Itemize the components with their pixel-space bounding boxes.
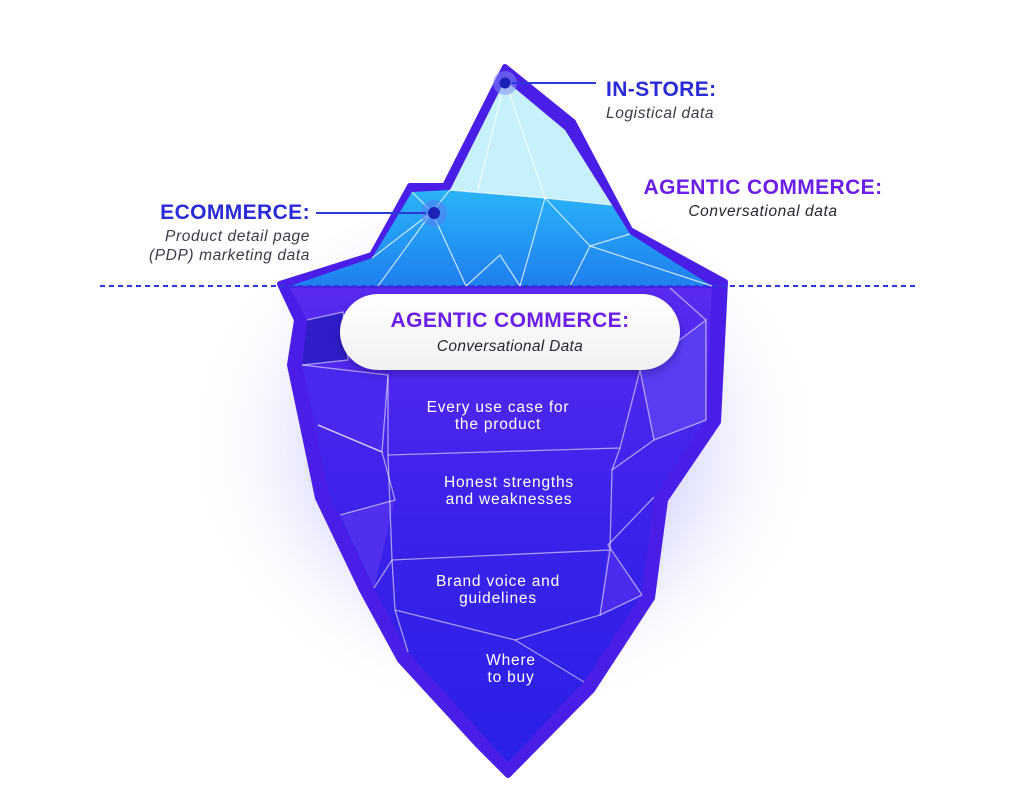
instore-marker-dot [499,77,511,89]
layer-label-line: Brand voice and [435,573,561,590]
layer-label-line: guidelines [459,590,537,607]
ecommerce-marker-dot [428,207,440,219]
agentic-commerce-subtitle: Conversational data [688,203,838,221]
ecommerce-callout: ECOMMERCE: Product detail page (PDP) mar… [149,201,310,265]
ecommerce-subtitle-line2: (PDP) marketing data [148,246,310,264]
underwater-body [290,288,712,762]
layer-label-line: Where [486,652,536,669]
instore-callout: IN-STORE: Logistical data [606,78,717,123]
layer-label-brand-voice: Brand voice and guidelines [383,573,613,607]
agentic-commerce-callout: AGENTIC COMMERCE: Conversational data [632,176,894,221]
layer-label-line: Every use case for [426,399,570,416]
layer-label-strengths: Honest strengths and weaknesses [394,474,624,508]
ecommerce-subtitle-line1: Product detail page [165,228,310,246]
layer-label-where-to-buy: Where to buy [396,652,626,686]
iceberg-tip [450,80,612,205]
instore-subtitle: Logistical data [606,105,715,123]
above-water-facets [371,79,713,287]
agentic-commerce-title: AGENTIC COMMERCE: [643,176,883,199]
pill-title: AGENTIC COMMERCE: [390,309,630,332]
layer-label-line: the product [454,416,542,433]
pill-subtitle: Conversational Data [436,338,584,355]
agentic-commerce-pill: AGENTIC COMMERCE: Conversational Data [340,294,680,370]
underwater-facets [301,287,707,683]
layer-label-line: and weaknesses [445,491,573,508]
layer-label-line: Honest strengths [444,474,574,491]
layer-label-use-cases: Every use case for the product [383,399,613,433]
ecommerce-title: ECOMMERCE: [160,201,310,224]
instore-title: IN-STORE: [606,78,717,101]
layer-label-line: to buy [487,669,535,686]
